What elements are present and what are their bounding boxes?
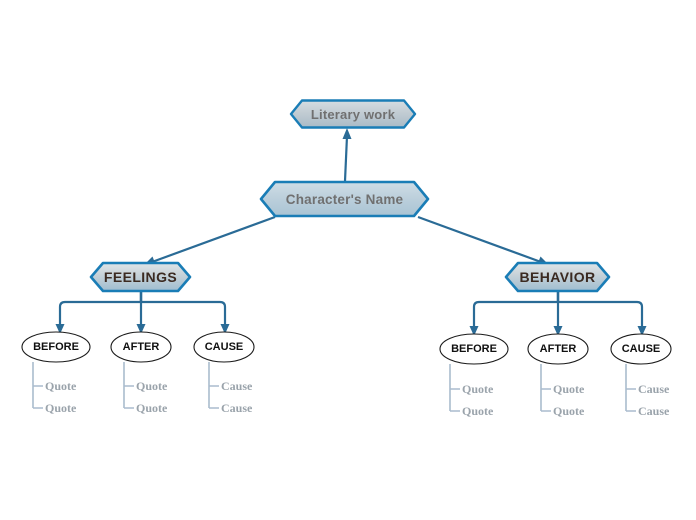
connector-character-to-behavior xyxy=(417,215,549,266)
node-behavior[interactable] xyxy=(504,261,611,293)
connector-character-to-literary-work xyxy=(342,128,352,182)
connector-feelings-children xyxy=(55,292,230,334)
leaf-connectors-behavior-after xyxy=(540,364,551,412)
connector-behavior-children xyxy=(469,292,647,336)
node-feelings-cause[interactable] xyxy=(193,331,255,363)
leaf-connectors-behavior-cause xyxy=(625,364,636,412)
leaf-connectors-feelings-cause xyxy=(208,362,219,409)
node-behavior-cause[interactable] xyxy=(610,333,672,365)
node-feelings[interactable] xyxy=(89,261,192,293)
node-characters-name[interactable] xyxy=(259,180,430,218)
node-feelings-after[interactable] xyxy=(110,331,172,363)
node-behavior-before[interactable] xyxy=(439,333,509,365)
node-behavior-after[interactable] xyxy=(527,333,589,365)
leaf-connectors-feelings-before xyxy=(32,362,43,409)
node-literary-work[interactable] xyxy=(289,99,417,129)
leaf-connectors-behavior-before xyxy=(449,364,460,412)
leaf-connectors-feelings-after xyxy=(123,362,134,409)
node-feelings-before[interactable] xyxy=(21,331,91,363)
connector-character-to-feelings xyxy=(144,215,276,266)
